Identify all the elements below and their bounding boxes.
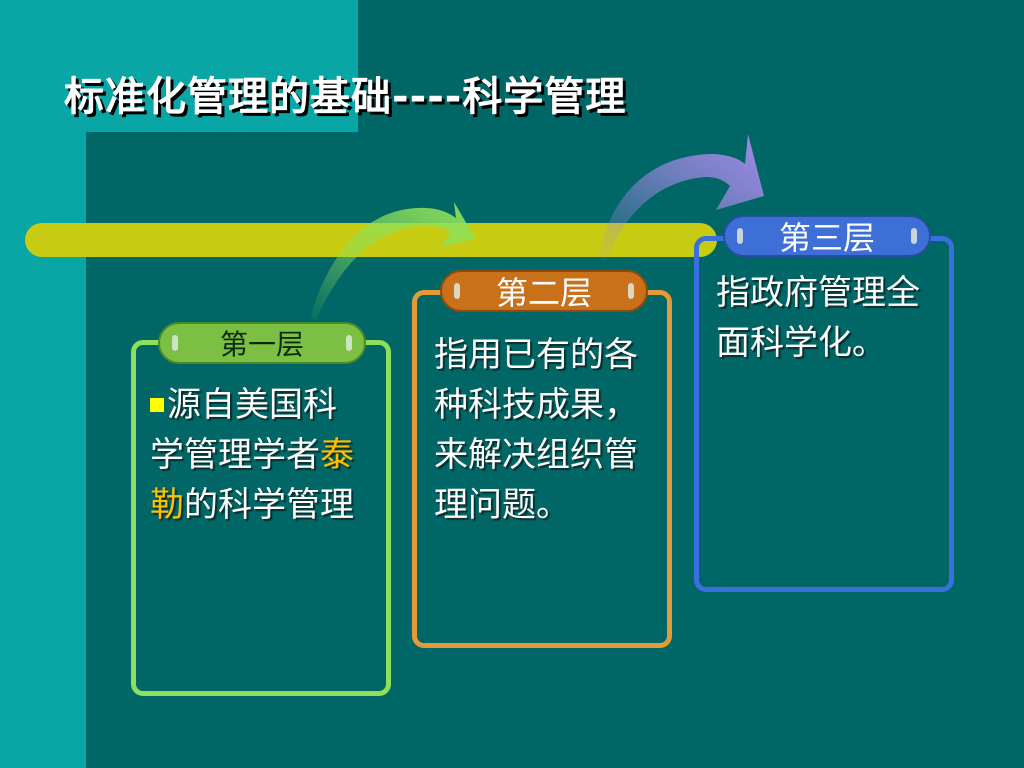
level-2-label: 第二层: [440, 270, 648, 312]
level-1-label: 第一层: [158, 322, 366, 364]
level-1-text: 源自美国科学管理学者泰勒的科学管理: [150, 380, 356, 530]
green-curved-arrow-icon: [310, 202, 475, 320]
level-1-text-before: 源自美国科学管理学者: [150, 385, 337, 475]
pill-dot-icon: [911, 228, 917, 244]
purple-curved-arrow-icon: [598, 134, 764, 262]
level-3-text: 指政府管理全面科学化。: [716, 273, 920, 363]
level-1-label-text: 第一层: [219, 328, 304, 361]
pill-dot-icon: [628, 283, 634, 299]
pill-dot-icon: [346, 335, 352, 351]
level-1-text-after: 的科学管理: [184, 485, 354, 525]
pill-dot-icon: [737, 228, 743, 244]
level-2-label-text: 第二层: [495, 274, 592, 312]
level-3-label-text: 第三层: [778, 219, 875, 257]
top-accent-strip: [86, 0, 358, 132]
taylor-highlight: 泰勒: [150, 435, 354, 525]
left-accent-strip: [0, 0, 86, 768]
level-3-label: 第三层: [723, 215, 931, 257]
yellow-square-bullet-icon: [150, 398, 164, 412]
level-2-text: 指用已有的各种科技成果，来解决组织管理问题。: [434, 335, 638, 525]
slide-title: 标准化管理的基础----科学管理: [64, 74, 627, 120]
pill-dot-icon: [172, 335, 178, 351]
pill-dot-icon: [454, 283, 460, 299]
